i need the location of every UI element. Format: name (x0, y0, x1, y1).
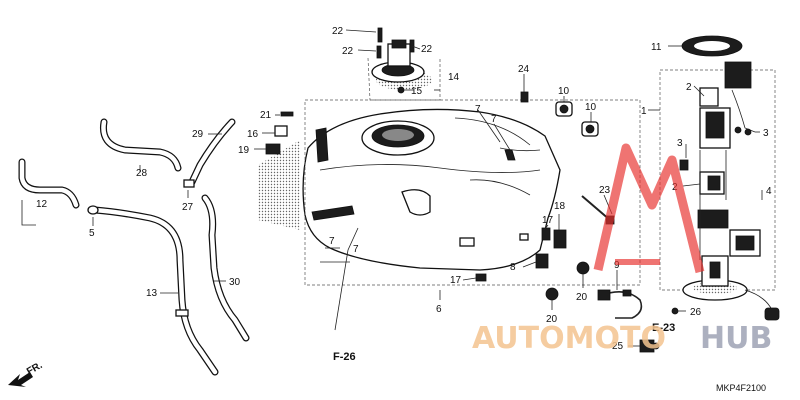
cushion-19 (265, 143, 281, 155)
callout-10a: 10 (558, 86, 570, 97)
callout-10b: 10 (585, 102, 597, 113)
callout-17a: 17 (542, 215, 554, 226)
callout-26: 26 (690, 307, 702, 318)
hose-13 (91, 206, 219, 376)
fuel-cap-assembly (371, 27, 432, 94)
grommet-20a (576, 261, 590, 275)
harness-9 (597, 289, 643, 319)
watermark-text: AUTOMOTO HUB (472, 321, 772, 356)
callout-4: 4 (766, 186, 772, 197)
callout-14: 14 (448, 72, 460, 83)
fuel-pump-gasket-11 (681, 35, 743, 57)
callout-3b: 3 (763, 128, 769, 139)
callout-6: 6 (436, 304, 442, 315)
callout-25: 25 (612, 341, 624, 352)
direction-label: FR. (25, 360, 45, 378)
bolt-24 (520, 91, 529, 103)
collar-17b (475, 273, 487, 282)
callout-18: 18 (554, 201, 566, 212)
callout-21: 21 (260, 110, 272, 121)
callout-7a: 7 (475, 104, 481, 115)
callout-7c: 7 (329, 236, 335, 247)
watermark-text-secondary: HUB (700, 321, 772, 356)
band-13 (175, 309, 189, 317)
damper-10a (555, 101, 573, 117)
callout-5: 5 (89, 228, 95, 239)
callout-30: 30 (229, 277, 241, 288)
clip-16 (274, 125, 288, 137)
screw-21 (280, 111, 294, 117)
callout-20b: 20 (546, 314, 558, 325)
callout-23: 23 (599, 185, 611, 196)
callout-3a: 3 (677, 138, 683, 149)
fuel-tank (258, 108, 561, 271)
damper-10b (581, 121, 599, 137)
hose-29 (188, 118, 236, 186)
hose-28 (99, 118, 182, 172)
hose-30 (201, 194, 250, 342)
callout-7d: 7 (353, 244, 359, 255)
callout-9: 9 (614, 260, 620, 271)
callout-11: 11 (651, 42, 662, 53)
diagram-code: MKP4F2100 (716, 383, 766, 393)
callout-7b: 7 (491, 114, 497, 125)
forward-direction-arrow (8, 372, 33, 387)
ref-f26: F-26 (333, 351, 356, 363)
callout-16: 16 (247, 129, 259, 140)
watermark-logo (593, 143, 705, 274)
callout-12: 12 (36, 199, 48, 210)
callout-15: 15 (411, 86, 423, 97)
collar-17 (541, 227, 551, 241)
ref-e23: E-23 (652, 322, 675, 334)
callout-22b: 22 (342, 46, 354, 57)
watermark-text-primary: AUTOMOTO (472, 321, 666, 356)
leader-lines (21, 29, 763, 347)
callout-19: 19 (238, 145, 250, 156)
callout-8: 8 (510, 262, 516, 273)
callout-labels: 12 28 5 13 30 29 27 21 16 19 22 22 22 14… (36, 26, 772, 352)
callout-17b: 17 (450, 275, 462, 286)
pad-18 (553, 229, 567, 249)
callout-27: 27 (182, 202, 194, 213)
clip-5 (87, 205, 99, 215)
callout-1: 1 (641, 106, 647, 117)
callout-24: 24 (518, 64, 530, 75)
callout-28: 28 (136, 168, 148, 179)
plate-8 (535, 253, 549, 269)
callout-2a: 2 (686, 82, 692, 93)
clip-27 (183, 179, 195, 188)
hose-12 (18, 158, 80, 209)
callout-22c: 22 (421, 44, 433, 55)
grommet-20b (545, 287, 559, 301)
callout-29: 29 (192, 129, 204, 140)
connector-25 (639, 339, 660, 353)
fuel-pump-assembly (679, 61, 780, 321)
callout-13: 13 (146, 288, 158, 299)
callout-20a: 20 (576, 292, 588, 303)
callout-22a: 22 (332, 26, 344, 37)
